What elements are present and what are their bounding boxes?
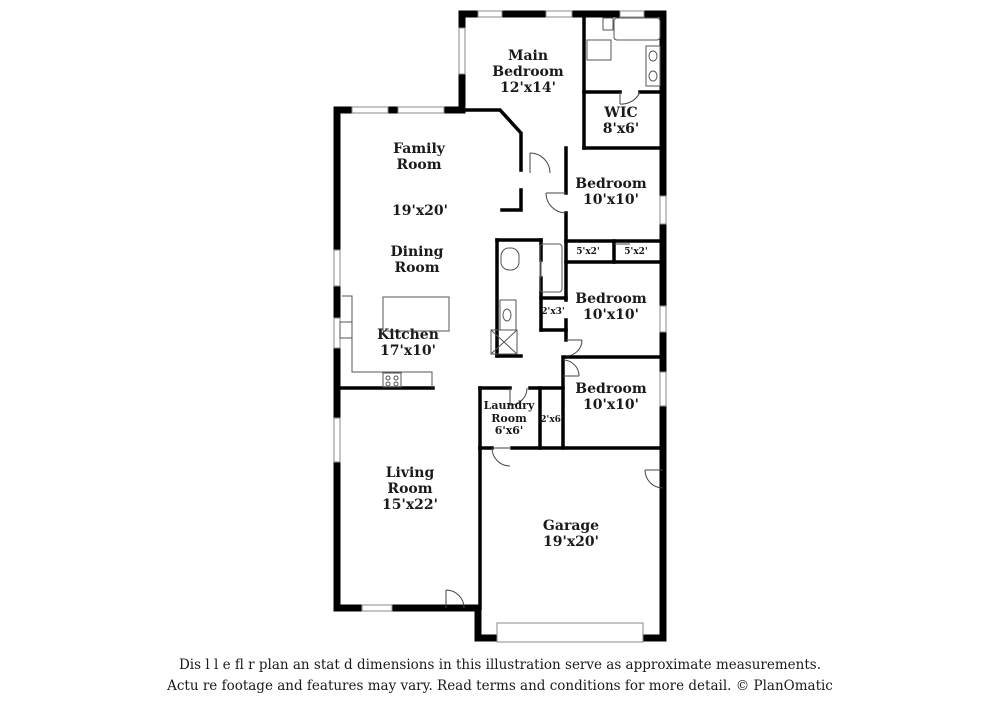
windows [333,10,667,643]
closet-a-label: 5'x2' [576,246,600,257]
dining-room-label: Dining Room [390,243,444,276]
family-room-size: 19'x20' [392,202,448,219]
fixtures [339,17,661,388]
kitchen-island [382,296,450,332]
laundry-room-label: Laundry Room 6'x6' [483,399,535,438]
wic-label: WIC 8'x6' [602,104,640,137]
stove-icon [382,372,402,388]
hall-vanity-icon [499,299,517,331]
bedroom-1-label: Bedroom 10'x10' [575,175,647,208]
interior-walls [335,12,665,610]
kitchen-counter [342,295,433,388]
disclaimer-line-2: Actu re footage and features may vary. R… [167,678,833,694]
disclaimer: Dis l l e fl r plan an stat d dimensions… [0,655,1000,697]
toilet-icon [500,247,520,271]
vanity-icon [645,45,661,87]
bedroom-2-label: Bedroom 10'x10' [575,290,647,323]
tub-icon [539,243,563,293]
living-room-label: Living Room 15'x22' [382,464,438,514]
main-bedroom-label: Main Bedroom 12'x14' [492,47,564,97]
kitchen-label: Kitchen 17'x10' [377,326,439,359]
doors [445,91,664,609]
shower-icon [490,329,518,355]
hall-closet-label: 2'x6' [540,414,564,425]
main-bath-tub-icon [613,17,661,41]
closet-b-label: 5'x2' [624,246,648,257]
bedroom-3-label: Bedroom 10'x10' [575,380,647,413]
kitchen-sink-icon [339,321,353,339]
disclaimer-line-1: Dis l l e fl r plan an stat d dimensions… [178,657,821,673]
family-room-label: Family Room [393,140,445,173]
linen-closet-label: 2'x3' [541,306,565,317]
garage-label: Garage 19'x20' [542,517,600,550]
